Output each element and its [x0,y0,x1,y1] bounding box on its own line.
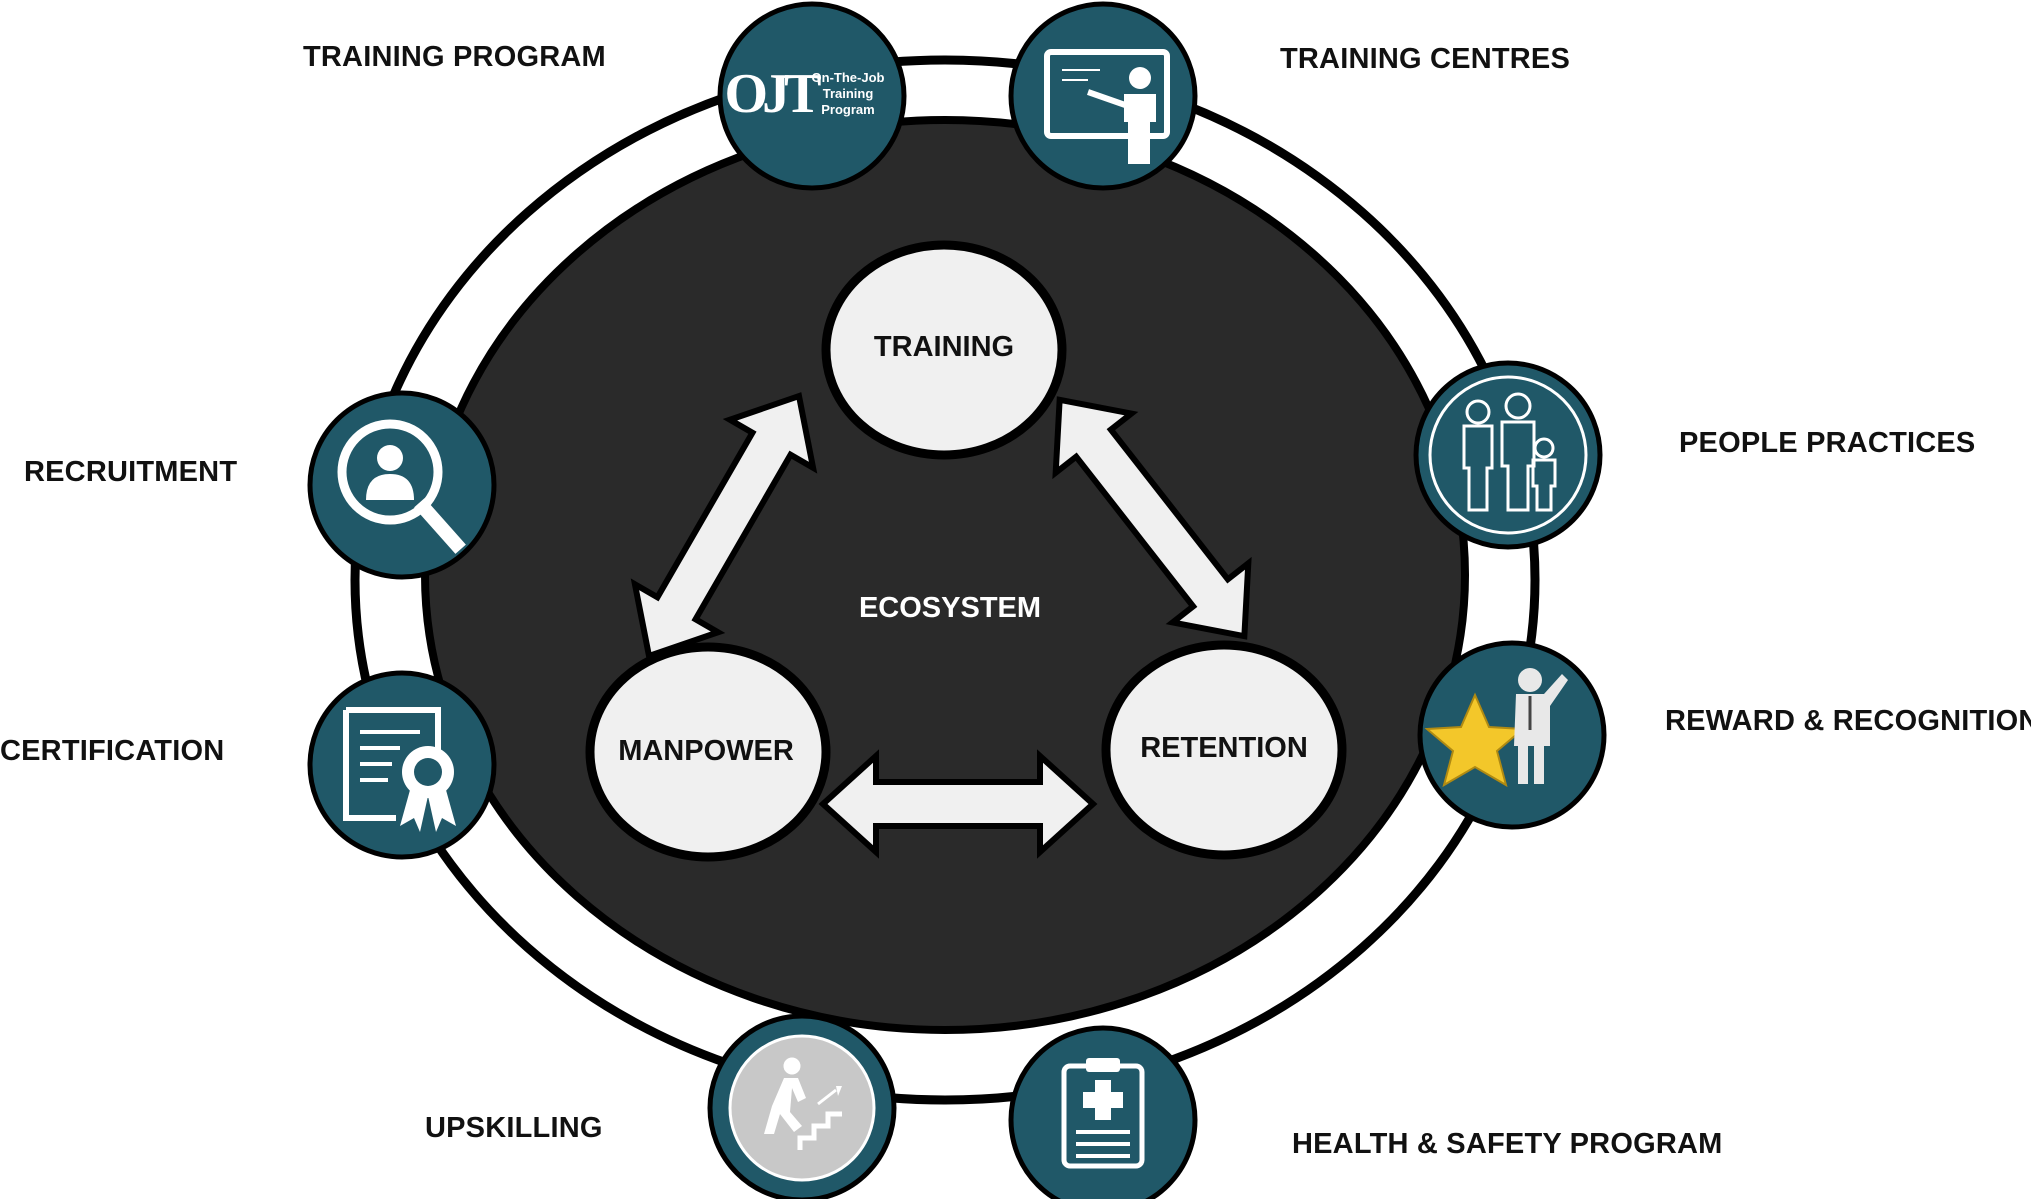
recruitment-badge[interactable] [307,390,497,580]
arrow-training-manpower [630,392,818,660]
label-recruitment: RECRUITMENT [24,456,238,488]
arrow-manpower-retention [818,749,1098,859]
node-training-label: TRAINING [874,331,1014,363]
arrow-training-retention [1052,396,1252,640]
certification-badge[interactable] [307,670,497,860]
label-training-program: TRAINING PROGRAM [303,41,606,73]
ojt-mark: OJT [725,63,822,125]
node-manpower [585,642,831,862]
health-safety-badge[interactable] [1008,1025,1198,1199]
certificate-icon [343,707,456,832]
stairs-climber-icon [764,1057,842,1150]
person-search-icon [337,419,466,554]
training-centres-badge[interactable] [1008,1,1198,191]
label-certification: CERTIFICATION [0,735,225,767]
ojt-logo-icon: OJT On-The-Job Training Program [725,63,885,125]
star-person-icon [1424,668,1568,788]
label-reward-recognition: REWARD & RECOGNITION [1665,705,2031,737]
node-manpower-label: MANPOWER [618,735,794,767]
node-training [821,240,1067,460]
ecosystem-label: ECOSYSTEM [859,592,1041,624]
family-icon [1462,392,1557,512]
ojt-line3: Program [821,102,874,117]
ojt-line2: Training [823,86,874,101]
medical-clipboard-icon [1061,1058,1145,1169]
label-training-centres: TRAINING CENTRES [1280,43,1570,75]
reward-recognition-badge[interactable] [1417,640,1607,830]
upskilling-badge[interactable] [707,1013,897,1199]
label-upskilling: UPSKILLING [425,1112,603,1144]
label-people-practices: PEOPLE PRACTICES [1679,427,1976,459]
node-retention [1101,640,1347,860]
label-health-safety: HEALTH & SAFETY PROGRAM [1292,1128,1723,1160]
training-program-badge[interactable]: OJT On-The-Job Training Program [717,1,907,191]
ojt-line1: On-The-Job [812,70,885,85]
presenter-board-icon [1044,49,1170,164]
people-practices-badge[interactable] [1413,360,1603,550]
node-retention-label: RETENTION [1140,732,1308,764]
